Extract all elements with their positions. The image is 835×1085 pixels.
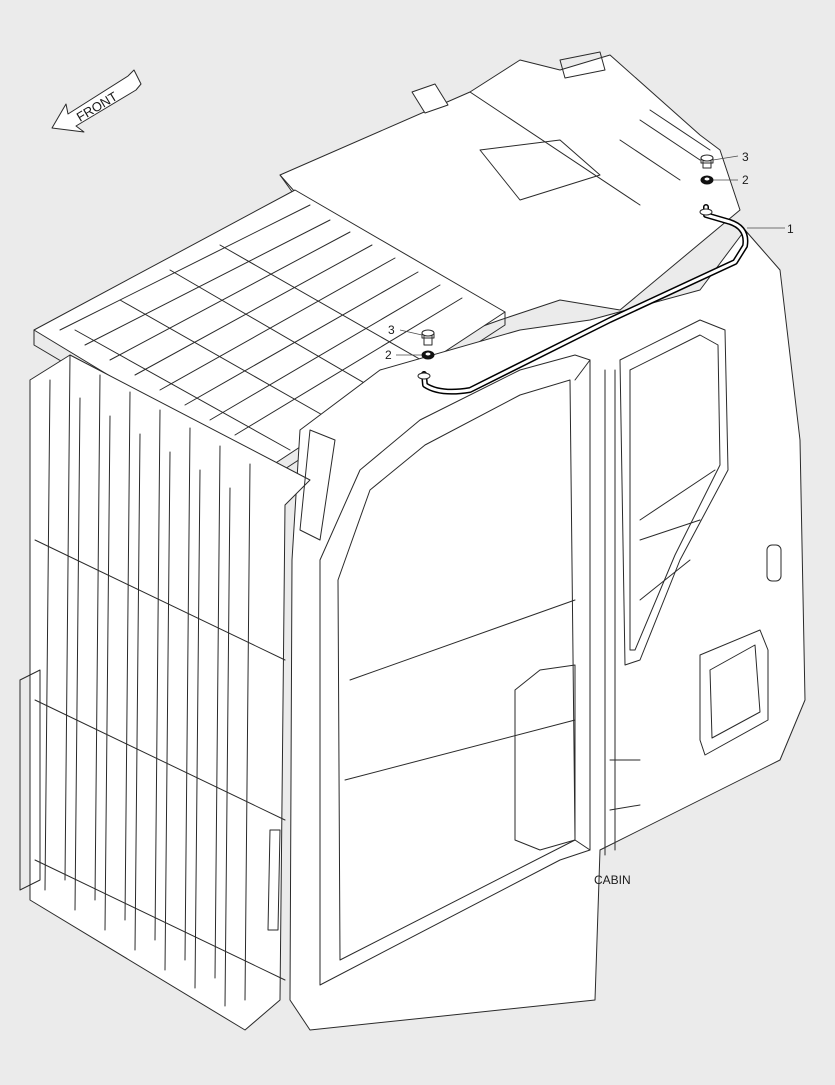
front-window-guard (19, 354, 336, 1031)
bolt-lower (421, 329, 435, 346)
diagram-caption: CABIN (594, 873, 631, 887)
front-direction-arrow: FRONT (51, 69, 142, 133)
washer-upper (700, 175, 714, 185)
callout-c3b: 3 (388, 323, 395, 337)
callout-c3a: 3 (742, 150, 749, 164)
callout-c2b: 2 (385, 348, 392, 362)
cabin-body (289, 229, 806, 1031)
callout-c2a: 2 (742, 173, 749, 187)
handrail-part (417, 204, 749, 395)
washer-lower (421, 350, 435, 360)
leader-lines (396, 155, 785, 356)
callout-c1: 1 (787, 222, 794, 236)
front-label: FRONT (74, 89, 120, 125)
bolt-upper (700, 154, 714, 169)
